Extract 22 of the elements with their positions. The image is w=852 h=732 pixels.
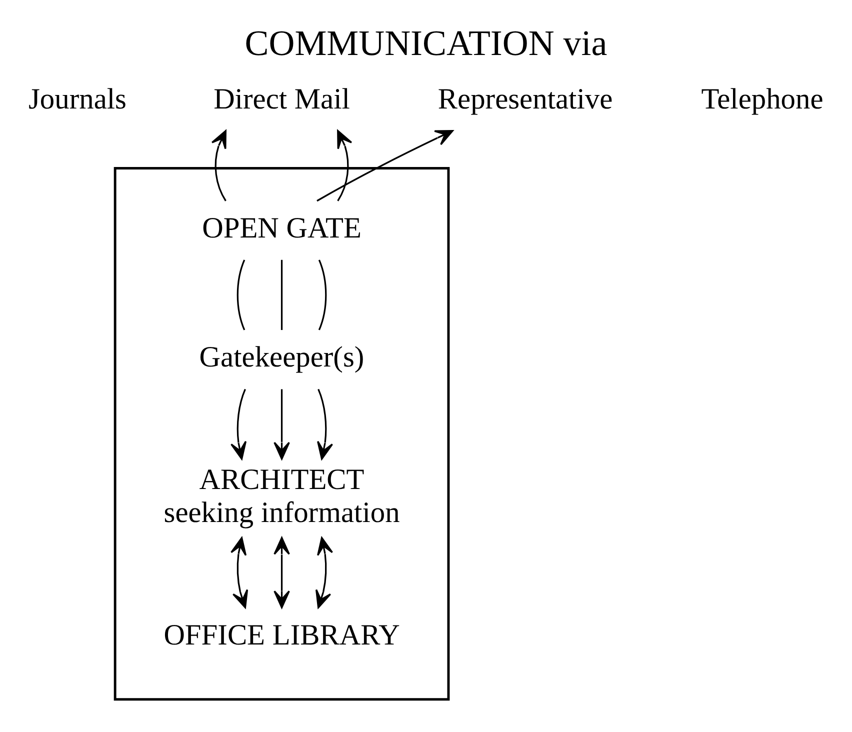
connector	[280, 260, 283, 330]
label: Journals	[28, 83, 126, 116]
label: Telephone	[701, 83, 824, 116]
arrow	[274, 536, 290, 608]
diagram-title: COMMUNICATION via	[244, 22, 608, 63]
node-text: Gatekeeper(s)	[199, 342, 364, 374]
connector	[236, 260, 246, 330]
node-text: Representative	[438, 83, 613, 116]
arrow	[316, 130, 454, 202]
cluster	[114, 167, 450, 701]
arrow	[211, 130, 226, 202]
arrow	[317, 388, 334, 460]
connector	[318, 260, 327, 330]
arrow	[316, 536, 334, 608]
node-text: Direct Mail	[214, 83, 350, 116]
node-text: OPEN GATE	[202, 212, 362, 245]
node-text: OFFICE LIBRARY	[164, 619, 400, 652]
node-text: ARCHITECT seeking information	[164, 464, 400, 529]
arrow	[274, 389, 290, 460]
arrow	[337, 130, 352, 202]
arrow	[230, 536, 248, 608]
arrow	[230, 388, 247, 460]
